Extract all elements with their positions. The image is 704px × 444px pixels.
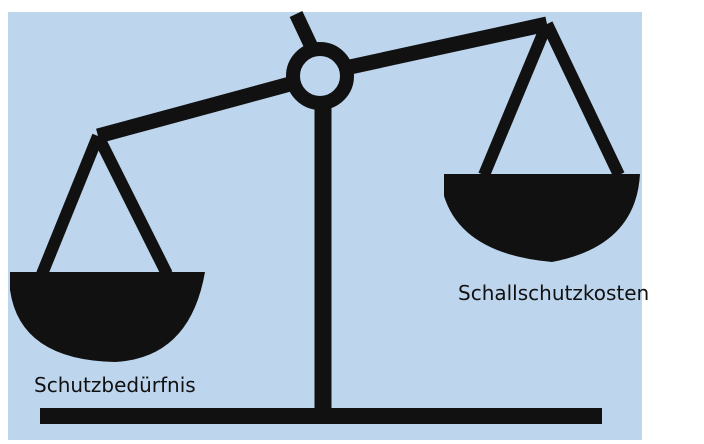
right-string-inner [541,21,625,178]
left-pan [10,272,205,362]
pivot-ring [286,42,354,110]
right-pan [444,174,640,262]
right-pan-label: Schallschutzkosten [458,281,650,305]
left-string-inner [92,133,173,277]
left-pan-label: Schutzbedürfnis [34,373,196,397]
left-string-outer [36,133,104,277]
beam-right [348,16,549,75]
right-string-outer [478,21,553,178]
beam-left [96,76,292,144]
pivot-post [289,11,319,51]
